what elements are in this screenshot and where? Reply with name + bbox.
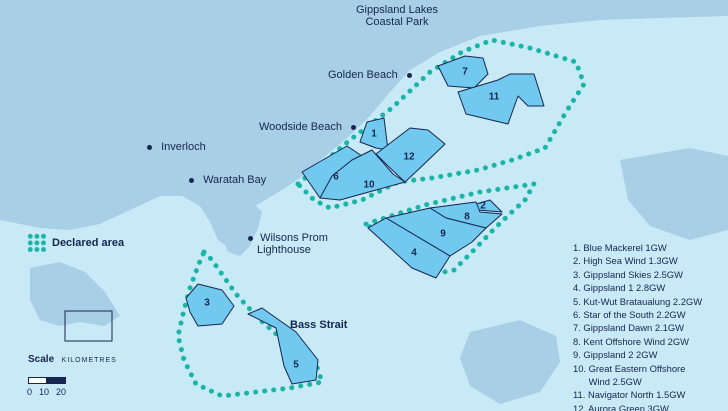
zone-7-label: 7 bbox=[462, 66, 468, 78]
scale-title: Scale KILOMETRES bbox=[28, 354, 117, 365]
place-name-line2: Coastal Park bbox=[365, 16, 429, 28]
declared-area-label: Declared area bbox=[52, 237, 125, 249]
inset-map-frame bbox=[64, 310, 113, 342]
legend-item: 11. Navigator North 1.5GW bbox=[573, 389, 686, 401]
declared-area-south bbox=[175, 247, 326, 399]
land-far-east bbox=[620, 148, 728, 240]
place-waratah-bay: Waratah Bay bbox=[189, 174, 266, 186]
place-name: Inverloch bbox=[161, 141, 206, 153]
zone-3-polygon bbox=[185, 283, 235, 327]
zone-6-label: 6 bbox=[333, 171, 339, 183]
scale-ticks: 0 10 20 bbox=[27, 387, 66, 397]
scale-tick: 0 bbox=[27, 387, 33, 397]
scale-bar-segment bbox=[29, 378, 46, 383]
place-name: Waratah Bay bbox=[203, 174, 267, 186]
place-inverloch: Inverloch bbox=[147, 141, 206, 153]
legend-item: Wind 2.5GW bbox=[573, 376, 642, 388]
place-golden-beach: Golden Beach bbox=[328, 69, 412, 81]
place-wilsons-prom: Wilsons Prom Lighthouse bbox=[248, 232, 328, 256]
location-dot-icon bbox=[189, 177, 194, 183]
place-name: Woodside Beach bbox=[259, 121, 342, 133]
project-legend: 1. Blue Mackerel 1GW 2. High Sea Wind 1.3… bbox=[573, 241, 702, 411]
legend-item: 8. Kent Offshore Wind 2GW bbox=[573, 335, 690, 347]
scale-unit: KILOMETRES bbox=[61, 357, 117, 364]
place-name: Wilsons Prom bbox=[260, 232, 328, 244]
zone-5-polygon bbox=[247, 307, 319, 385]
declared-area-north bbox=[294, 37, 587, 211]
legend-item: 6. Star of the South 2.2GW bbox=[573, 309, 686, 321]
place-woodside-beach: Woodside Beach bbox=[259, 121, 357, 133]
zone-7-polygon bbox=[437, 55, 489, 89]
location-dot-icon bbox=[351, 124, 357, 130]
zone-12-label: 12 bbox=[403, 151, 415, 163]
zone-11-polygon bbox=[457, 73, 545, 125]
zone-8-label: 8 bbox=[464, 211, 470, 223]
legend-item: 10. Great Eastern Offshore bbox=[573, 362, 686, 374]
scale-label: Scale bbox=[28, 354, 55, 365]
place-name: Gippsland Lakes bbox=[356, 4, 438, 16]
land-inset-victoria bbox=[30, 262, 120, 326]
place-name: Golden Beach bbox=[328, 69, 398, 81]
zone-12-polygon bbox=[375, 127, 446, 183]
land-wilsons-prom bbox=[218, 200, 262, 256]
zone-4-polygon bbox=[367, 217, 451, 279]
zone-11-label: 11 bbox=[488, 91, 500, 103]
legend-item: 2. High Sea Wind 1.3GW bbox=[573, 255, 678, 267]
land-gippsland-coast bbox=[0, 0, 728, 250]
legend-item: 3. Gippsland Skies 2.5GW bbox=[573, 268, 683, 280]
zone-10-polygon bbox=[319, 149, 406, 201]
legend-item: 5. Kut-Wut Brataualung 2.2GW bbox=[573, 295, 703, 307]
legend-item: 9. Gippsland 2 2GW bbox=[573, 349, 658, 361]
scale-tick: 20 bbox=[56, 387, 67, 397]
land-east-island bbox=[460, 320, 560, 404]
scale-bar-segment bbox=[46, 378, 65, 383]
scale-tick: 10 bbox=[39, 387, 50, 397]
place-name-line2: Lighthouse bbox=[257, 244, 311, 256]
location-dot-icon bbox=[406, 72, 412, 78]
scale-bar bbox=[28, 377, 66, 384]
legend-item: 7. Gippsland Dawn 2.1GW bbox=[573, 322, 684, 334]
zone-5-label: 5 bbox=[293, 359, 299, 371]
zone-9-label: 9 bbox=[440, 228, 446, 240]
location-dot-icon bbox=[248, 235, 253, 241]
water-label: Bass Strait bbox=[290, 319, 348, 331]
legend-item: 1. Blue Mackerel 1GW bbox=[573, 242, 667, 253]
zone-2-label: 2 bbox=[480, 200, 486, 212]
zone-1-polygon bbox=[359, 117, 389, 151]
zone-3-label: 3 bbox=[204, 297, 210, 309]
zone-4-label: 4 bbox=[411, 247, 417, 259]
zone-1-label: 1 bbox=[371, 128, 377, 140]
declared-area-legend: Declared area bbox=[27, 233, 124, 253]
legend-item: 12. Aurora Green 3GW bbox=[573, 402, 669, 411]
zone-10-label: 10 bbox=[363, 179, 375, 191]
legend-item: 4. Gippsland 1 2.8GW bbox=[573, 282, 666, 294]
location-dot-icon bbox=[147, 144, 152, 150]
place-gippsland-lakes: Gippsland Lakes Coastal Park bbox=[356, 4, 438, 28]
dotted-area-icon bbox=[27, 233, 47, 253]
